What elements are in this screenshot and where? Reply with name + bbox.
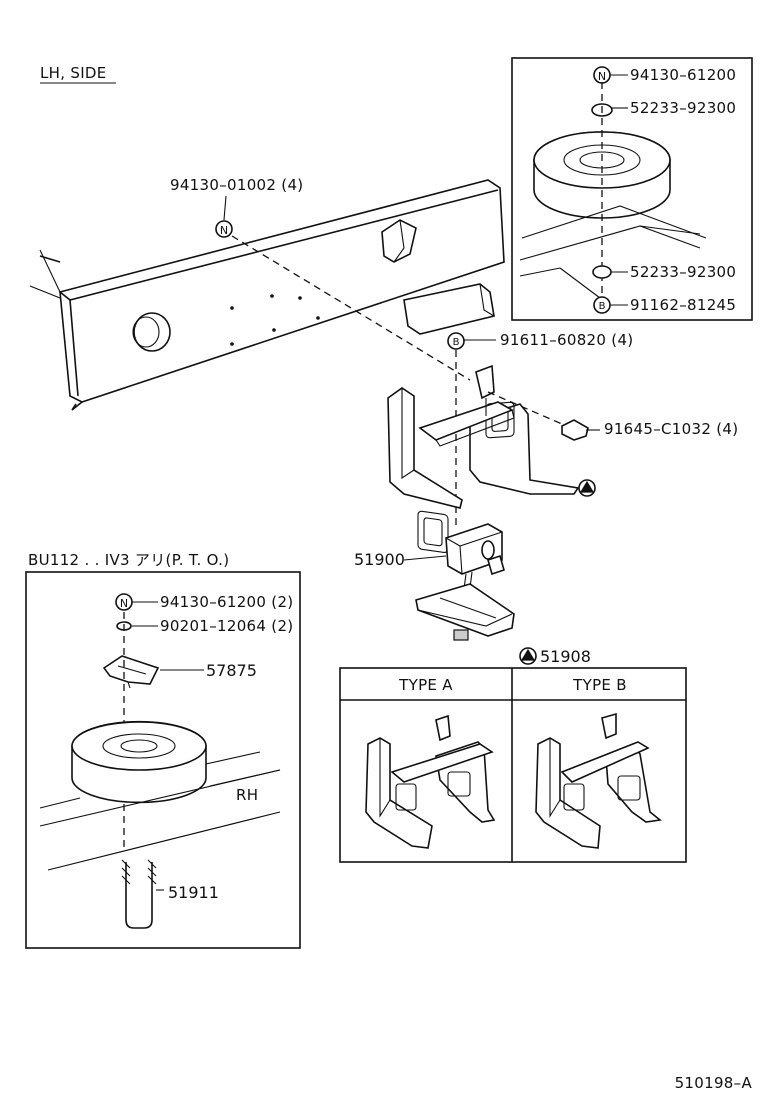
washer-52233-92300 bbox=[592, 265, 612, 279]
svg-text:N: N bbox=[120, 597, 128, 610]
n-symbol-icon: N bbox=[115, 593, 133, 611]
spare-tire-lower bbox=[71, 720, 207, 804]
clamp-57875 bbox=[102, 655, 160, 689]
part-51908-label: 51908 bbox=[540, 647, 591, 666]
part-51900-label: 51900 bbox=[354, 550, 405, 569]
part-94130-61200-inset-label: 94130–61200 bbox=[630, 66, 736, 84]
part-90201-12064-label: 90201–12064 (2) bbox=[160, 617, 293, 635]
b-symbol-icon: B bbox=[593, 296, 611, 314]
variant-header-label: BU112 . . IV3 アリ(P. T. O.) bbox=[28, 551, 229, 569]
part-57875-label: 57875 bbox=[206, 661, 257, 680]
triangle-marker-icon bbox=[578, 479, 596, 497]
svg-text:B: B bbox=[453, 337, 460, 348]
dashed-guide bbox=[231, 235, 471, 381]
svg-text:N: N bbox=[598, 70, 606, 83]
svg-text:B: B bbox=[599, 301, 606, 312]
part-94130-01002-label: 94130–01002 (4) bbox=[170, 176, 303, 194]
part-52233-92300-top-label: 52233–92300 bbox=[630, 99, 736, 117]
type-b-bracket bbox=[535, 712, 662, 849]
figure-id-label: 510198–A bbox=[675, 1074, 753, 1092]
winch-assembly-51900 bbox=[415, 523, 515, 641]
triangle-marker-icon bbox=[519, 647, 537, 665]
n-symbol-icon: N bbox=[593, 66, 611, 84]
b-symbol-icon: B bbox=[447, 332, 465, 350]
bolt-91645-c1032 bbox=[487, 391, 600, 441]
n-symbol-icon: N bbox=[215, 220, 233, 238]
part-91645-c1032-label: 91645–C1032 (4) bbox=[604, 420, 738, 438]
rh-label: RH bbox=[236, 786, 258, 804]
type-a-bracket bbox=[365, 714, 496, 849]
frame-rail bbox=[29, 179, 505, 411]
leader-line bbox=[223, 195, 227, 221]
type-b-label: TYPE B bbox=[572, 676, 627, 694]
part-94130-61200-lower-label: 94130–61200 (2) bbox=[160, 593, 293, 611]
part-52233-92300-bot-label: 52233–92300 bbox=[630, 263, 736, 281]
part-91611-60820-label: 91611–60820 (4) bbox=[500, 331, 633, 349]
spare-tire-carrier-bracket bbox=[387, 364, 580, 553]
inset-box-tire-mount bbox=[511, 57, 753, 321]
part-51911-label: 51911 bbox=[168, 883, 219, 902]
u-bolt-51911 bbox=[121, 859, 157, 929]
type-comparison-table bbox=[339, 667, 687, 863]
lower-frame-rails bbox=[39, 751, 281, 871]
side-label: LH, SIDE bbox=[40, 64, 107, 82]
svg-text:N: N bbox=[220, 224, 228, 237]
part-91162-81245-label: 91162–81245 bbox=[630, 296, 736, 314]
inset-frame-rails bbox=[519, 205, 707, 299]
type-a-label: TYPE A bbox=[398, 676, 453, 694]
inset-box-pto bbox=[25, 571, 301, 949]
